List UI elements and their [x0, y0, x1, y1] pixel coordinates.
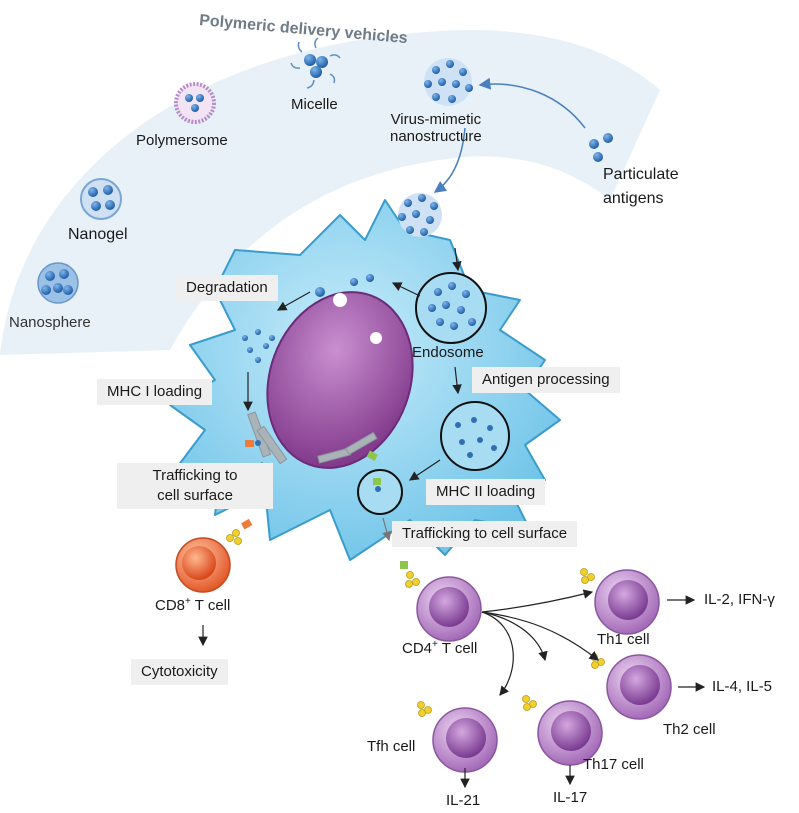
label-th17-output: IL-17	[553, 789, 588, 806]
th1-cell	[580, 568, 660, 635]
arrow-mhc2-loading	[409, 459, 441, 481]
label-tfh-output: IL-21	[446, 792, 481, 809]
label-trafficking-left-line2: cell surface	[157, 487, 233, 504]
arrow-antigen-processing	[452, 366, 462, 395]
label-th17-cell: Th17 cell	[583, 756, 644, 773]
label-nanosphere: Nanosphere	[9, 314, 91, 331]
label-trafficking-right: Trafficking to cell surface	[392, 521, 578, 547]
arrow-to-th17	[481, 611, 548, 662]
label-particulate-antigens: Particulate antigens	[603, 163, 679, 211]
arrow-traffic-right	[382, 517, 392, 542]
label-th1-cell: Th1 cell	[597, 631, 650, 648]
nanogel-icon	[80, 178, 122, 220]
arrow-to-tfh	[481, 611, 514, 696]
cd8-tcr	[226, 518, 253, 545]
arrow-endosome-to-cytosol	[391, 282, 421, 297]
tfh-cell	[417, 701, 498, 773]
label-virus-mimetic-line2: nanostructure	[390, 128, 482, 145]
label-tfh-cell: Tfh cell	[367, 738, 416, 755]
label-particulate-line1: Particulate	[603, 166, 679, 183]
mhc2-molecule-vesicle	[373, 478, 381, 485]
mhc2-molecule	[366, 450, 378, 461]
virus-mimetic-entering-icon	[398, 193, 442, 237]
cd4-sup: +	[432, 639, 438, 650]
label-cd4-t-cell: CD4+ T cell	[402, 640, 477, 658]
endosome-particles	[428, 282, 476, 330]
label-mhc1-loading: MHC I loading	[97, 379, 213, 405]
label-virus-mimetic-line1: Virus-mimetic	[390, 111, 482, 128]
label-micelle: Micelle	[291, 96, 338, 113]
arrow-entry-to-endosome	[452, 247, 462, 272]
virus-mimetic-icon	[424, 58, 473, 106]
label-cytotoxicity: Cytotoxicity	[131, 659, 228, 685]
cd4-prefix: CD4	[402, 640, 433, 657]
label-endosome: Endosome	[412, 344, 484, 361]
nucleus-highlight	[333, 293, 347, 307]
label-th2-output: IL-4, IL-5	[712, 678, 773, 695]
mhc2-vesicle	[357, 469, 403, 515]
polymersome-icon	[174, 82, 216, 124]
th17-cell	[522, 695, 603, 766]
micelle-icon	[290, 37, 341, 89]
label-mhc2-loading: MHC II loading	[426, 479, 546, 505]
label-polymersome: Polymersome	[136, 132, 228, 149]
mhc2-peptide	[375, 486, 381, 492]
particulate-antigen-icon	[589, 133, 613, 162]
endosome-large	[415, 272, 487, 344]
th2-cell	[590, 653, 672, 720]
label-th1-output: IL-2, IFN-γ	[704, 591, 775, 608]
arrow-to-th2	[481, 611, 599, 661]
arrow-particulate-to-virus	[478, 77, 586, 129]
arrow-degradation	[276, 291, 311, 311]
arrow-virus-to-cell	[433, 127, 466, 193]
label-antigen-processing: Antigen processing	[472, 367, 620, 393]
label-cd8-t-cell: CD8+ T cell	[155, 597, 230, 615]
label-particulate-line2: antigens	[603, 190, 664, 207]
cytosol-particles	[242, 274, 374, 363]
cd4-suffix: T cell	[437, 640, 478, 657]
arrow-to-th1	[481, 589, 594, 613]
mhc1-peptide	[255, 440, 261, 446]
cd8-t-cell	[175, 537, 231, 593]
cd8-prefix: CD8	[155, 597, 186, 614]
label-trafficking-left: Trafficking to cell surface	[117, 463, 273, 509]
processing-vesicle	[440, 401, 510, 471]
cd8-suffix: T cell	[190, 597, 231, 614]
cd8-sup: +	[185, 596, 191, 607]
nucleus-highlight	[370, 332, 382, 344]
er-bars	[247, 411, 378, 465]
delivery-arc-band	[0, 30, 660, 355]
cd4-t-cell	[400, 561, 482, 642]
label-trafficking-left-line1: Trafficking to	[152, 467, 238, 484]
processed-fragments	[455, 417, 497, 458]
label-th2-cell: Th2 cell	[663, 721, 716, 738]
mhc1-molecule	[245, 440, 254, 447]
nanosphere-icon	[37, 262, 79, 304]
label-nanogel: Nanogel	[68, 226, 128, 243]
label-virus-mimetic: Virus-mimetic nanostructure	[390, 111, 482, 145]
label-degradation: Degradation	[176, 275, 278, 301]
